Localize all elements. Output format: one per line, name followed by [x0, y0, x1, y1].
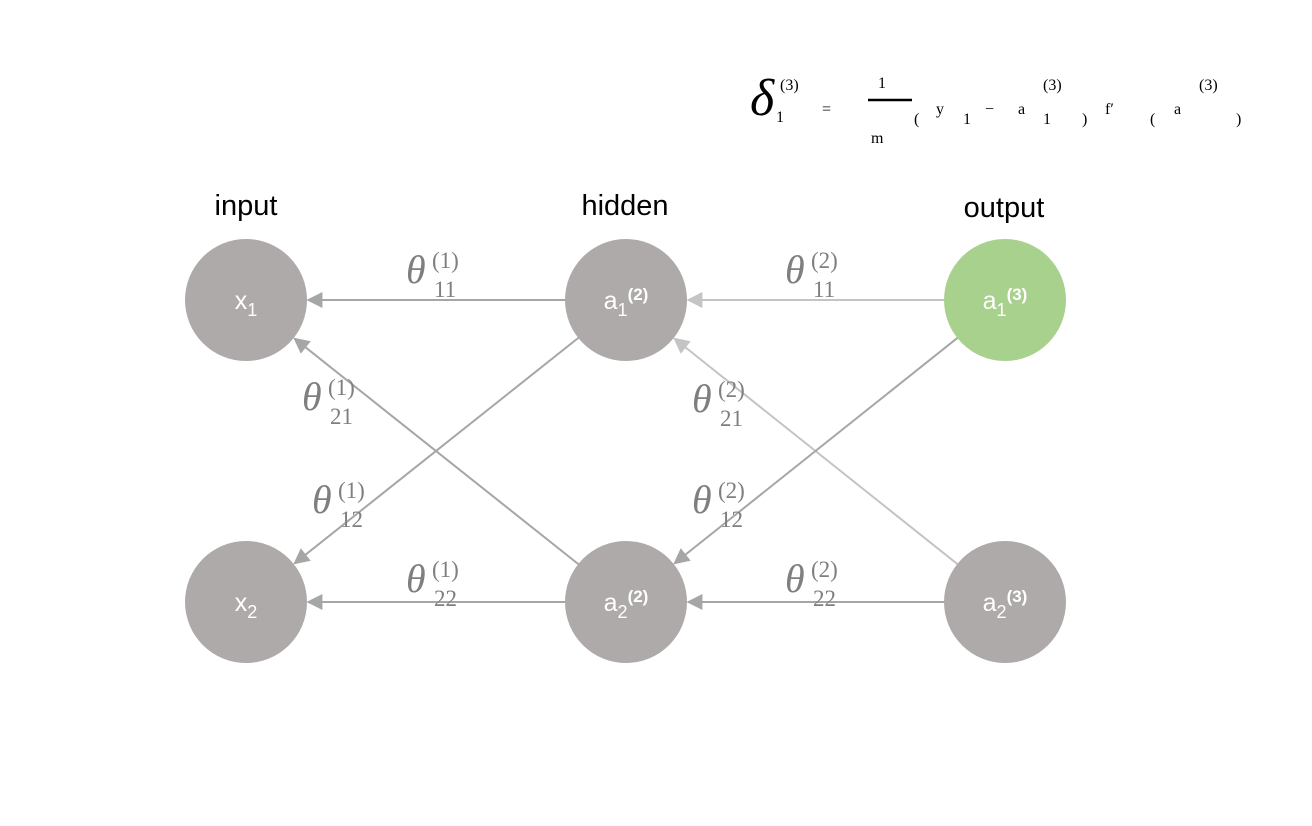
f-prime: f′	[1105, 101, 1114, 118]
node-x2: x2	[185, 541, 307, 663]
node-label: x2	[235, 589, 258, 622]
theta-subscript: 12	[720, 507, 743, 532]
weight-label-theta-22-2: θ(2) 22	[785, 556, 838, 611]
theta-superscript: (2)	[811, 248, 838, 273]
theta-subscript: 11	[434, 277, 456, 302]
open-paren-2: (	[1150, 111, 1155, 128]
theta-subscript: 12	[340, 507, 363, 532]
theta-superscript: (1)	[328, 375, 355, 400]
delta-formula: δ (3) 1 = 1 m ( y 1 − a (3) 1 ) f′ ( a (…	[750, 70, 1241, 147]
node-circle	[185, 541, 307, 663]
nodes-group: x1 x2 a1(2) a2(2) a1(3) a2(3)	[185, 239, 1066, 663]
theta-symbol: θ	[302, 374, 322, 419]
node-label: a2(2)	[604, 587, 649, 622]
theta-subscript: 11	[813, 277, 835, 302]
theta-symbol: θ	[406, 247, 426, 292]
a-symbol: a	[1018, 101, 1025, 118]
theta-subscript: 21	[330, 404, 353, 429]
theta-superscript: (1)	[338, 478, 365, 503]
y-symbol: y	[936, 101, 944, 118]
node-x1: x1	[185, 239, 307, 361]
delta-symbol: δ	[750, 70, 775, 127]
node-a2_3: a2(3)	[944, 541, 1066, 663]
theta-superscript: (1)	[432, 248, 459, 273]
close-paren-1: )	[1082, 111, 1087, 128]
node-label: x1	[235, 287, 258, 320]
a-sup: (3)	[1043, 77, 1062, 94]
open-paren-1: (	[914, 111, 919, 128]
weight-label-theta-11-2: θ(2) 11	[785, 247, 838, 302]
weight-labels-group: θ(1)11θ(1)21θ(1)12θ(1)22θ(2)11θ(2)21θ(2)…	[302, 247, 838, 611]
theta-superscript: (2)	[718, 377, 745, 402]
delta-sub: 1	[776, 109, 784, 126]
node-circle	[565, 239, 687, 361]
theta-symbol: θ	[785, 247, 805, 292]
edge-a2_2-to-x1	[293, 337, 583, 568]
node-circle	[185, 239, 307, 361]
a2-symbol: a	[1174, 101, 1181, 118]
theta-subscript: 21	[720, 406, 743, 431]
edge-a2_3-to-a1_2	[673, 337, 962, 568]
layer-title-output: output	[964, 192, 1045, 224]
edge-a1_3-to-a2_2	[673, 334, 962, 565]
node-label: a1(2)	[604, 285, 649, 320]
node-a1_3: a1(3)	[944, 239, 1066, 361]
weight-label-theta-11-1: θ(1) 11	[406, 247, 459, 302]
fraction-denominator: m	[871, 130, 884, 147]
delta-sup: (3)	[780, 77, 799, 94]
weight-label-theta-22-1: θ(1) 22	[406, 556, 459, 611]
y-sub: 1	[963, 111, 971, 128]
edges-group	[293, 292, 962, 610]
theta-subscript: 22	[434, 586, 457, 611]
layer-title-input: input	[215, 190, 278, 222]
edge-a1_2-to-x2	[293, 334, 583, 565]
a-sub: 1	[1043, 111, 1051, 128]
weight-label-theta-21-2: θ(2) 21	[692, 376, 745, 431]
weight-label-theta-21-1: θ(1) 21	[302, 374, 355, 429]
node-circle	[944, 239, 1066, 361]
layer-title-hidden: hidden	[581, 190, 668, 222]
minus-sign: −	[985, 101, 994, 118]
theta-superscript: (1)	[432, 557, 459, 582]
node-circle	[944, 541, 1066, 663]
close-paren-2: )	[1236, 111, 1241, 128]
node-label: a2(3)	[983, 587, 1028, 622]
equals-sign: =	[822, 101, 831, 118]
theta-superscript: (2)	[811, 557, 838, 582]
weight-label-theta-12-1: θ(1) 12	[312, 477, 365, 532]
weight-label-theta-12-2: θ(2) 12	[692, 477, 745, 532]
theta-symbol: θ	[692, 477, 712, 522]
node-label: a1(3)	[983, 285, 1028, 320]
theta-symbol: θ	[785, 556, 805, 601]
theta-symbol: θ	[312, 477, 332, 522]
fraction-numerator: 1	[878, 75, 886, 92]
node-circle	[565, 541, 687, 663]
theta-symbol: θ	[692, 376, 712, 421]
node-a2_2: a2(2)	[565, 541, 687, 663]
formula-lhs: δ	[750, 70, 775, 127]
theta-superscript: (2)	[718, 478, 745, 503]
theta-symbol: θ	[406, 556, 426, 601]
a2-sup: (3)	[1199, 77, 1218, 94]
node-a1_2: a1(2)	[565, 239, 687, 361]
theta-subscript: 22	[813, 586, 836, 611]
